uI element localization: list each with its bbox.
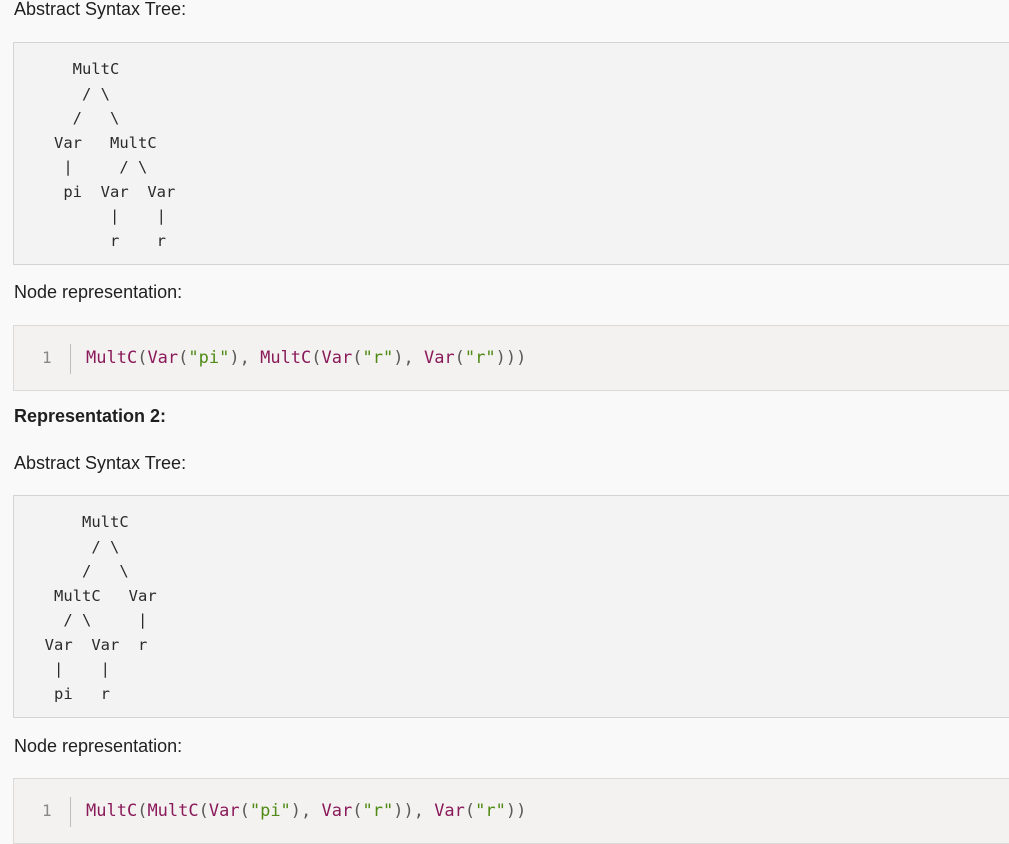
- code-token: "pi": [249, 801, 291, 821]
- code-token: ): [393, 348, 404, 368]
- code-token: (: [454, 348, 465, 368]
- code-token: MultC: [260, 348, 312, 368]
- node-heading-1: Node representation:: [14, 282, 183, 302]
- code-token: Var: [208, 801, 240, 821]
- code-token: Var: [321, 801, 353, 821]
- code-token: Var: [434, 801, 465, 821]
- representation-2-title: Representation 2:: [14, 406, 167, 426]
- code-token: ): [229, 348, 240, 368]
- code-token: ,: [239, 348, 261, 368]
- code-token: ): [290, 801, 302, 821]
- code-token: ,: [413, 801, 435, 821]
- code-token: (: [198, 801, 209, 821]
- code-token: "r": [464, 348, 496, 368]
- code-token: MultC: [86, 348, 138, 368]
- code-token: "r": [362, 801, 394, 821]
- line-number: 1: [42, 801, 52, 820]
- code-token: Var: [321, 348, 353, 368]
- code-token: "pi": [188, 348, 230, 368]
- code-token: )): [393, 801, 414, 821]
- ast-heading-2: Abstract Syntax Tree:: [14, 453, 187, 473]
- code-block-1: 1 MultC(Var("pi"), MultC(Var("r"), Var("…: [13, 325, 1009, 391]
- code-line-1: MultC(Var("pi"), MultC(Var("r"), Var("r"…: [86, 347, 526, 369]
- ast-heading-1: Abstract Syntax Tree:: [14, 0, 187, 19]
- code-token: Var: [147, 348, 179, 368]
- code-token: (: [137, 348, 148, 368]
- code-token: "r": [362, 348, 394, 368]
- code-token: (: [352, 348, 363, 368]
- code-token: "r": [475, 801, 506, 821]
- code-token: ))): [495, 348, 527, 368]
- code-token: ,: [301, 801, 322, 821]
- code-token: Var: [423, 348, 455, 368]
- node-heading-2: Node representation:: [14, 736, 183, 756]
- code-token: (: [352, 801, 363, 821]
- code-token: MultC: [147, 801, 199, 821]
- code-line-2: MultC(MultC(Var("pi"), Var("r")), Var("r…: [86, 800, 526, 822]
- ast-tree-diagram-2: MultC / \ / \ MultC Var / \ | Var Var r …: [44, 513, 157, 703]
- ast-tree-block-1: MultC / \ / \ Var MultC | / \ pi Var Var…: [13, 42, 1009, 265]
- code-token: (: [464, 801, 476, 821]
- gutter-divider: [70, 344, 71, 374]
- line-number: 1: [42, 348, 52, 367]
- code-token: (: [137, 801, 148, 821]
- code-token: (: [311, 348, 322, 368]
- code-block-2: 1 MultC(MultC(Var("pi"), Var("r")), Var(…: [13, 778, 1009, 844]
- code-token: ,: [403, 348, 424, 368]
- code-token: (: [178, 348, 189, 368]
- ast-tree-block-2: MultC / \ / \ MultC Var / \ | Var Var r …: [13, 495, 1009, 718]
- code-token: )): [505, 801, 527, 821]
- gutter-divider: [70, 797, 71, 827]
- ast-tree-diagram-1: MultC / \ / \ Var MultC | / \ pi Var Var…: [53, 60, 176, 250]
- code-token: MultC: [86, 801, 138, 821]
- code-token: (: [239, 801, 250, 821]
